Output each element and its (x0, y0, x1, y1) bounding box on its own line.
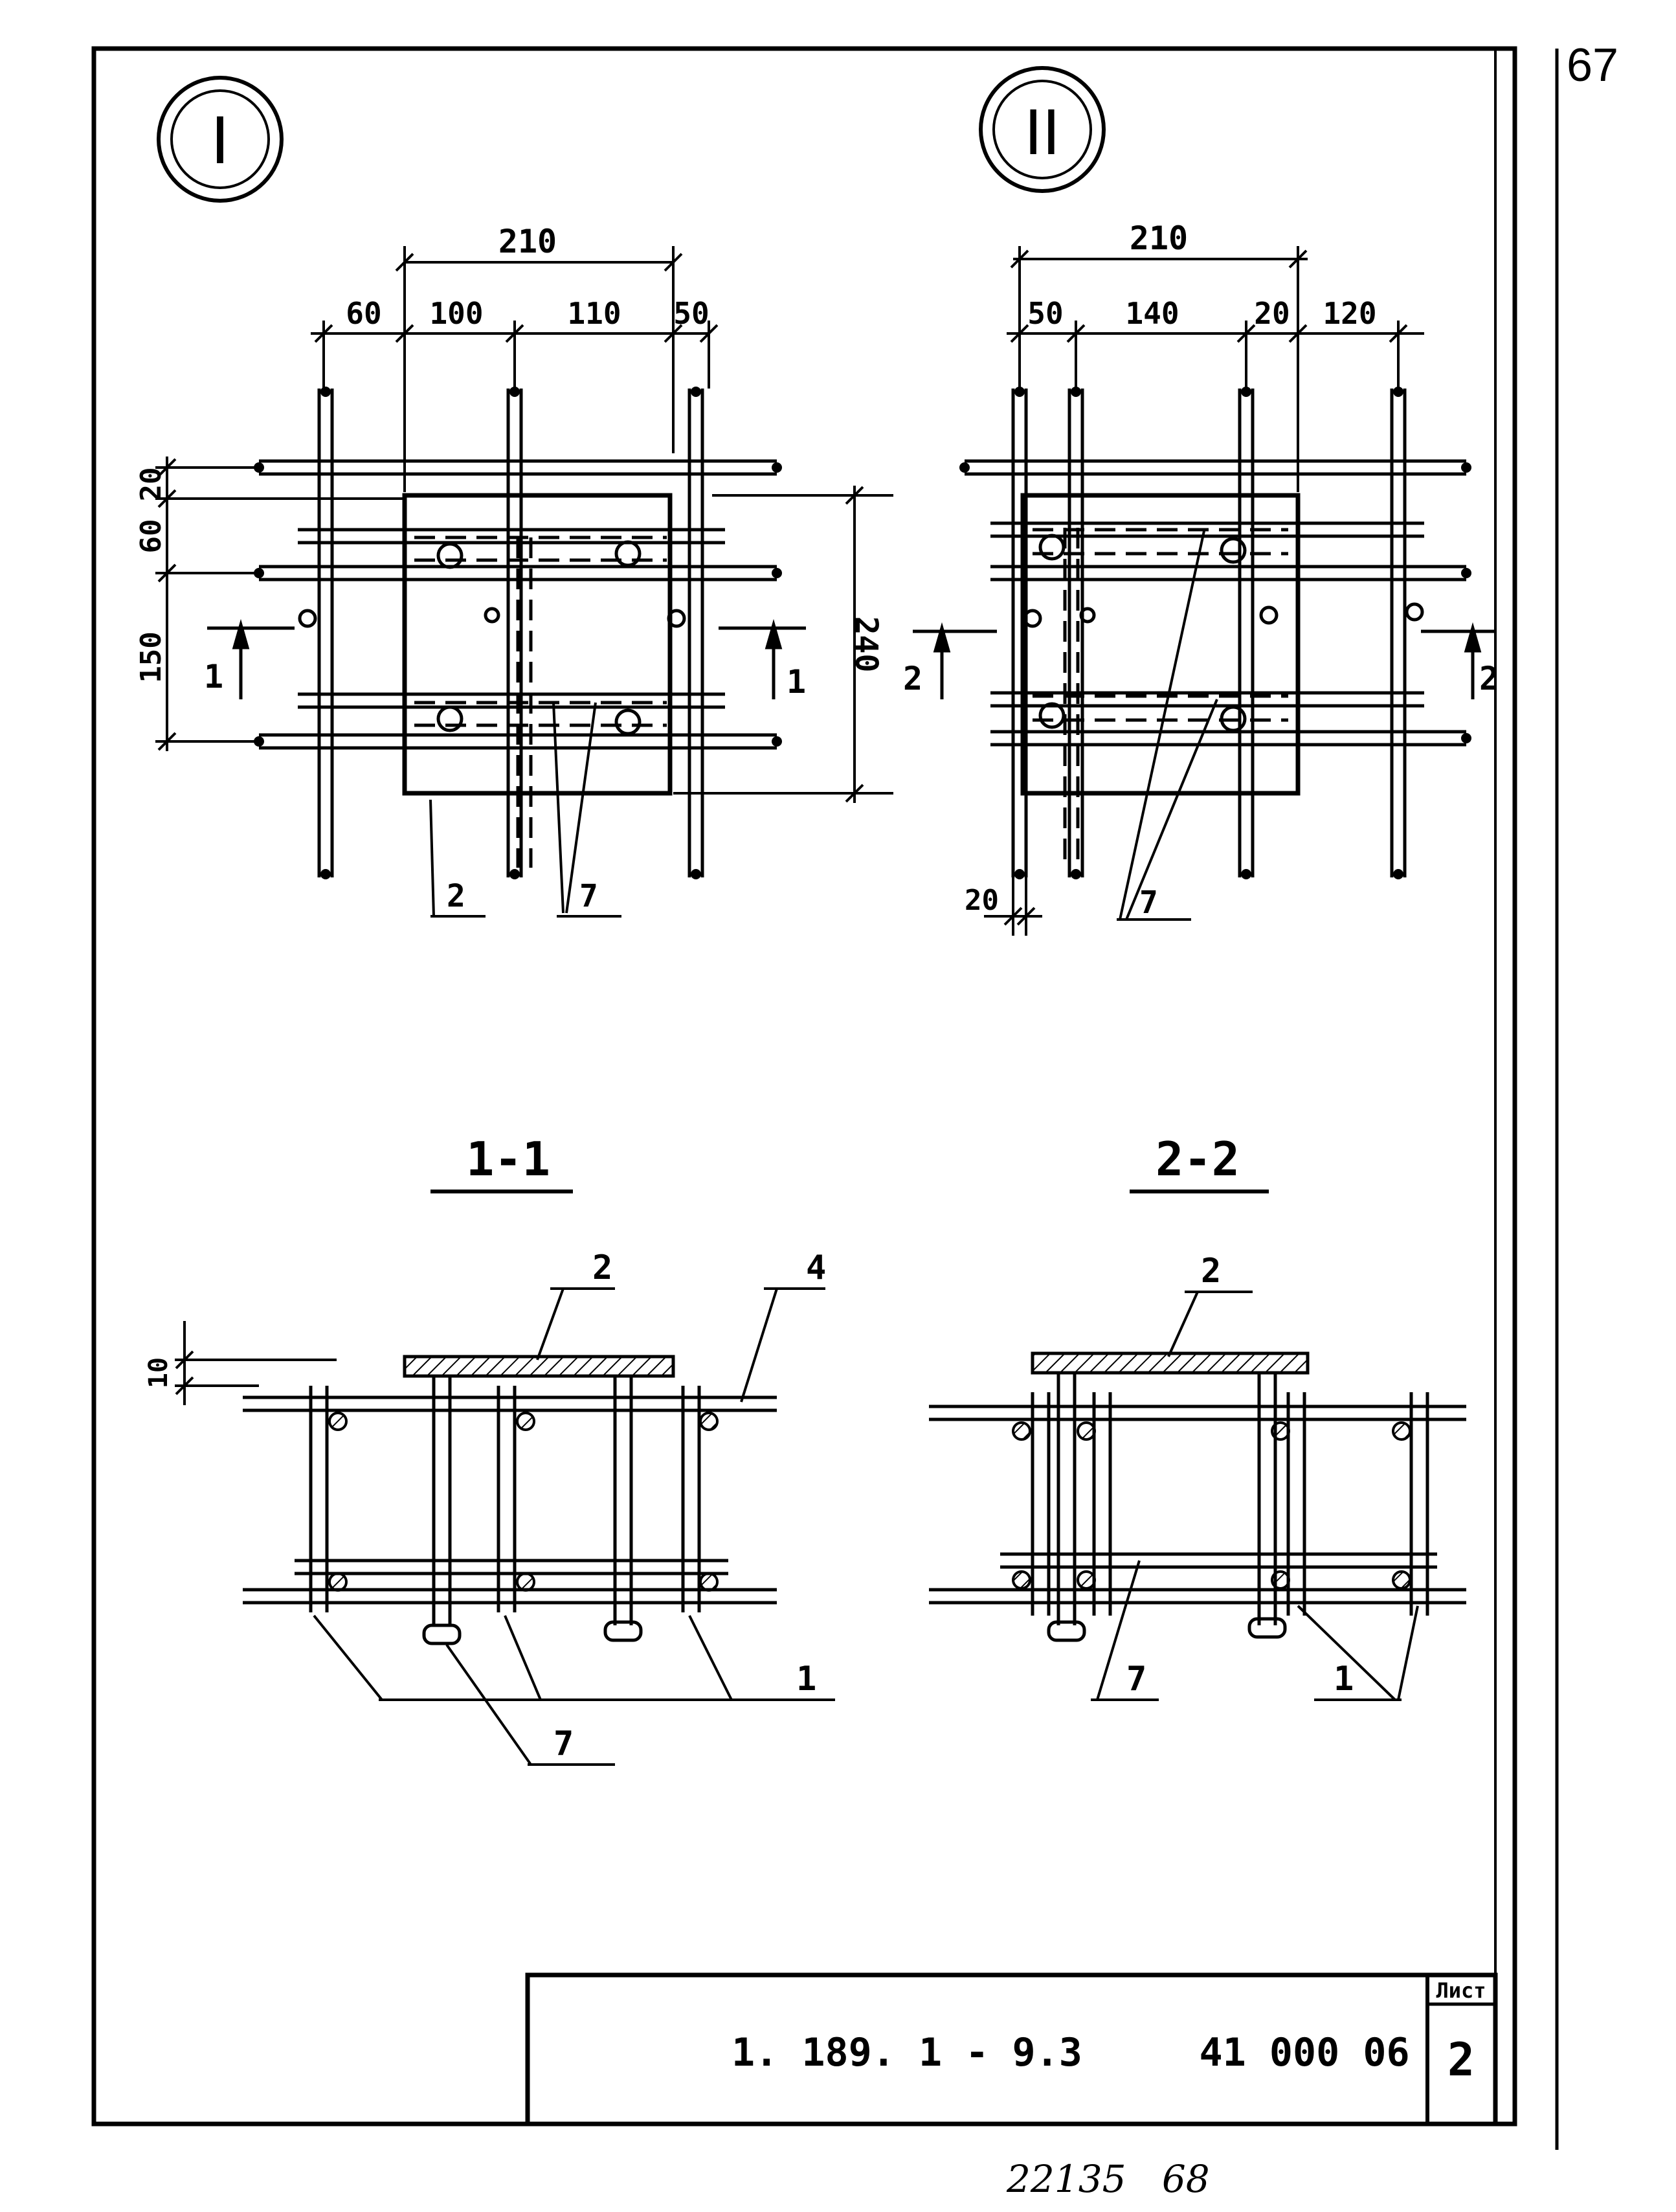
section-1-callout-leaders (313, 1287, 835, 1766)
cut-2-right-label: 2 (1479, 660, 1499, 697)
vertical-rebars (317, 389, 704, 877)
v2-dim-120: 120 (1323, 296, 1376, 331)
section-2-horizontal-bars (929, 1405, 1466, 1605)
v1-dim-left-150: 150 (135, 631, 168, 683)
v1-dim-210: 210 (498, 223, 557, 260)
sheet-number: 2 (1447, 2033, 1475, 2086)
section-1-plate (403, 1355, 675, 1378)
s1-callout-7: 7 (553, 1724, 574, 1763)
v1-dim-left-60: 60 (135, 519, 168, 554)
view-1-right-dimension (673, 486, 893, 803)
drawing-frame (91, 46, 1559, 2150)
view-2-top-dimensions (1007, 246, 1424, 492)
v1-dim-left-20: 20 (135, 468, 168, 502)
view-1-marker: I (157, 76, 284, 203)
view-2-callout-leaders (1117, 530, 1218, 921)
anchor-heads (298, 540, 686, 736)
cut-1-left-label: 1 (204, 658, 223, 695)
v2-dim-50: 50 (1027, 296, 1063, 331)
cut-1-markers (207, 618, 806, 699)
anchor-heads-2 (1023, 534, 1424, 732)
view-1-callout-leaders (429, 702, 621, 918)
anchor-bars-hidden (414, 536, 667, 868)
v2-dim-20: 20 (1254, 296, 1290, 331)
view-1-marker-label: I (210, 102, 229, 178)
section-2-plate (1031, 1351, 1310, 1375)
view-2-marker-label: II (1024, 96, 1060, 168)
section-1-anchor-heads (422, 1620, 643, 1645)
view-2-plan: II (903, 66, 1499, 936)
v2-dim-bottom-20: 20 (965, 884, 999, 917)
section-1-dim-10-label: 10 (144, 1357, 173, 1388)
horizontal-rebars-2 (965, 459, 1466, 747)
bar-end-marks-2 (959, 387, 1471, 879)
s2-callout-7: 7 (1126, 1660, 1146, 1699)
cut-1-right-label: 1 (787, 663, 806, 701)
v2-callout-7: 7 (1139, 885, 1158, 921)
page-number: 67 (1567, 40, 1618, 91)
footer-note: 22135 68 (1006, 2157, 1210, 2201)
section-2-2: 2-2 (929, 1132, 1466, 1701)
plate (402, 493, 673, 796)
v1-dim-right-240: 240 (848, 616, 884, 673)
v2-dim-140: 140 (1125, 296, 1179, 331)
anchor-bars-hidden-2 (1033, 528, 1288, 868)
v1-dim-100: 100 (429, 296, 483, 331)
s2-callout-1: 1 (1334, 1660, 1354, 1699)
s1-callout-2: 2 (592, 1248, 612, 1287)
cut-2-markers (913, 622, 1495, 699)
title-block (525, 1972, 1498, 2127)
section-1-bar-circles (328, 1412, 719, 1592)
section-2-2-title: 2-2 (1156, 1132, 1240, 1186)
v2-dim-210: 210 (1130, 220, 1188, 257)
section-2-anchor-heads (1047, 1617, 1287, 1642)
section-2-vertical-bars (1031, 1373, 1429, 1625)
section-2-bar-circles (1012, 1421, 1411, 1590)
drawing-designation: 1. 189. 1 - 9.3 41 000 06 (732, 2030, 1410, 2075)
v1-dim-110: 110 (567, 296, 621, 331)
v1-dim-60: 60 (346, 296, 381, 331)
view-2-marker: II (979, 66, 1106, 193)
s1-callout-4: 4 (806, 1248, 826, 1287)
v1-callout-2: 2 (447, 878, 465, 914)
view-1-left-dimensions (155, 457, 405, 751)
section-1-horizontal-bars (243, 1395, 777, 1605)
bar-end-marks (254, 387, 782, 879)
view-1-top-dimensions (311, 246, 719, 492)
section-1-vertical-bars (309, 1376, 701, 1625)
v1-callout-7: 7 (579, 878, 598, 914)
s2-callout-2: 2 (1201, 1252, 1221, 1291)
sheet-label: Лист (1436, 1978, 1486, 2003)
view-1-plan: I (135, 76, 893, 918)
section-1-1-title: 1-1 (466, 1132, 550, 1186)
section-2-callout-leaders (1091, 1291, 1419, 1701)
view-2-bottom-dimension (984, 877, 1042, 936)
s1-callout-1: 1 (796, 1660, 816, 1699)
plate-2 (1020, 493, 1301, 796)
section-1-dim-10 (175, 1321, 337, 1405)
v1-dim-50: 50 (673, 296, 709, 331)
vertical-rebars-2 (1011, 389, 1407, 877)
section-1-1: 1-1 10 (144, 1132, 835, 1766)
cut-2-left-label: 2 (903, 660, 922, 697)
